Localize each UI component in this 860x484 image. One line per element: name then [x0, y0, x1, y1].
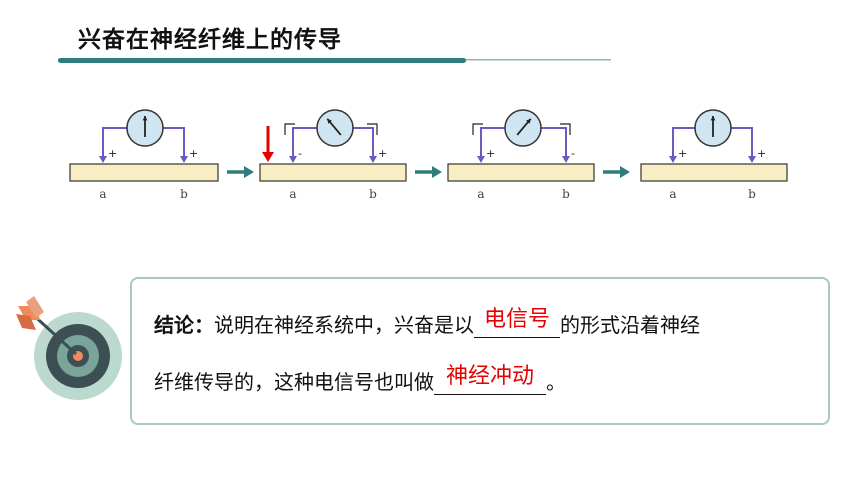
nerve-fiber: [69, 163, 219, 182]
current-arrow-right: [560, 123, 571, 135]
conclusion-box: 结论：说明在神经系统中，兴奋是以电信号的形式沿着神经 纤维传导的，这种电信号也叫…: [130, 277, 830, 425]
polarity-right: +: [757, 147, 766, 160]
page-title: 兴奋在神经纤维上的传导: [78, 27, 342, 53]
conclusion-text-1a: 说明在神经系统中，兴奋是以: [214, 313, 474, 337]
point-label-a: a: [477, 187, 484, 201]
needle-head: [327, 118, 332, 124]
electrode-wire-left: [480, 127, 505, 158]
answer-electrical-signal: 电信号: [483, 307, 550, 332]
polarity-right: +: [189, 147, 198, 160]
conclusion-text-2b: 。: [546, 370, 566, 394]
electrode-tip-right: [562, 156, 570, 163]
electrode-tip-left: [477, 156, 485, 163]
electrode-wire-left: [102, 127, 127, 158]
electrode-tip-left: [99, 156, 107, 163]
electrode-wire-right: [353, 127, 374, 158]
polarity-right: -: [571, 147, 575, 160]
polarity-left: +: [108, 147, 117, 160]
needle-head: [526, 118, 531, 124]
target-arrow-icon: [16, 296, 122, 400]
stage-arrow-head: [244, 166, 254, 178]
electrode-wire-right: [541, 127, 567, 158]
answer-blank-2: 神经冲动: [434, 364, 546, 395]
polarity-left: -: [298, 147, 302, 160]
answer-nerve-impulse: 神经冲动: [445, 364, 534, 389]
polarity-right: +: [378, 147, 387, 160]
stimulus-arrow-head: [262, 152, 274, 162]
electrode-tip-right: [369, 156, 377, 163]
nerve-fiber: [447, 163, 595, 182]
stage-arrow-head: [432, 166, 442, 178]
conclusion-text-1b: 的形式沿着神经: [560, 313, 700, 337]
conclusion-line-1: 结论：说明在神经系统中，兴奋是以电信号的形式沿着神经: [154, 307, 700, 338]
point-label-a: a: [99, 187, 106, 201]
point-label-b: b: [562, 187, 570, 201]
nerve-conduction-diagram: + + a b - + a b + - a b + + a b: [69, 109, 788, 201]
title-underline: [58, 58, 611, 63]
needle-head: [142, 116, 148, 121]
electrode-tip-left: [289, 156, 297, 163]
point-label-b: b: [748, 187, 756, 201]
electrode-wire-right: [731, 127, 753, 158]
needle-head: [710, 116, 716, 121]
polarity-left: +: [678, 147, 687, 160]
electrode-tip-left: [669, 156, 677, 163]
current-arrow-right: [367, 123, 378, 135]
electrode-wire-right: [163, 127, 185, 158]
conclusion-label: 结论：: [154, 313, 214, 337]
electrode-wire-left: [672, 127, 695, 158]
conclusion-text-2a: 纤维传导的，这种电信号也叫做: [154, 370, 434, 394]
stage-arrow-head: [620, 166, 630, 178]
answer-blank-1: 电信号: [474, 307, 560, 338]
point-label-b: b: [369, 187, 377, 201]
point-label-a: a: [669, 187, 676, 201]
conclusion-line-2: 纤维传导的，这种电信号也叫做神经冲动。: [154, 364, 566, 395]
nerve-fiber: [640, 163, 788, 182]
point-label-a: a: [289, 187, 296, 201]
current-arrow-left: [284, 123, 295, 135]
polarity-left: +: [486, 147, 495, 160]
electrode-tip-right: [180, 156, 188, 163]
nerve-fiber: [259, 163, 407, 182]
point-label-b: b: [180, 187, 188, 201]
electrode-wire-left: [292, 127, 317, 158]
current-arrow-left: [472, 123, 483, 135]
electrode-tip-right: [748, 156, 756, 163]
